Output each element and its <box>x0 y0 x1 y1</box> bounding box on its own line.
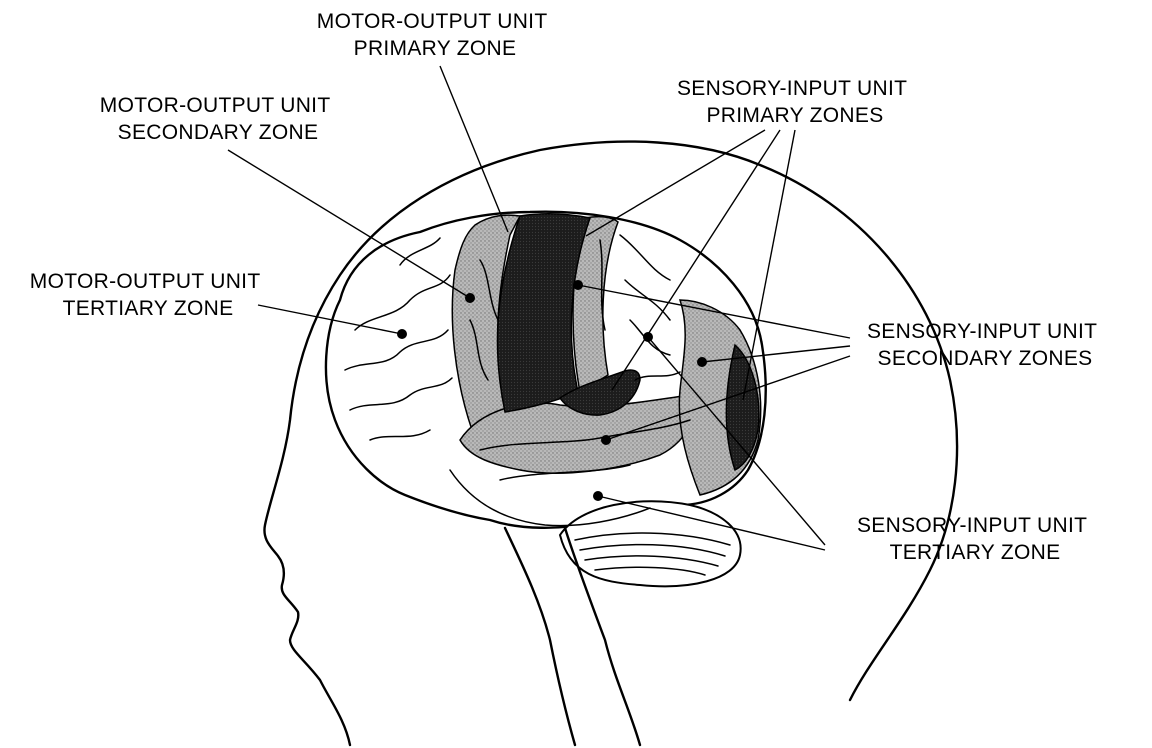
marker-dot-motor-secondary <box>465 293 475 303</box>
marker-dot-motor-tertiary <box>397 329 407 339</box>
leader-motor-primary <box>440 66 508 232</box>
marker-dot-sensory-secondary-occipital <box>697 357 707 367</box>
label-sensory-primary: SENSORY-INPUT UNIT PRIMARY ZONES <box>677 77 913 127</box>
label-motor-secondary: MOTOR-OUTPUT UNIT SECONDARY ZONE <box>100 94 336 144</box>
label-sensory-secondary: SENSORY-INPUT UNIT SECONDARY ZONES <box>867 320 1103 370</box>
leader-sensory-primary-1 <box>586 130 765 236</box>
marker-dot-sensory-tertiary-temporal <box>593 491 603 501</box>
marker-dot-sensory-secondary-temporal <box>601 435 611 445</box>
label-sensory-tertiary: SENSORY-INPUT UNIT TERTIARY ZONE <box>857 514 1093 564</box>
label-motor-primary: MOTOR-OUTPUT UNIT PRIMARY ZONE <box>317 10 553 60</box>
cerebellum <box>560 501 741 586</box>
label-motor-tertiary: MOTOR-OUTPUT UNIT TERTIARY ZONE <box>30 270 266 320</box>
leader-sensory-primary-3 <box>743 130 795 400</box>
marker-dot-sensory-tertiary-parietal <box>643 332 653 342</box>
marker-dot-sensory-secondary-parietal <box>573 280 583 290</box>
